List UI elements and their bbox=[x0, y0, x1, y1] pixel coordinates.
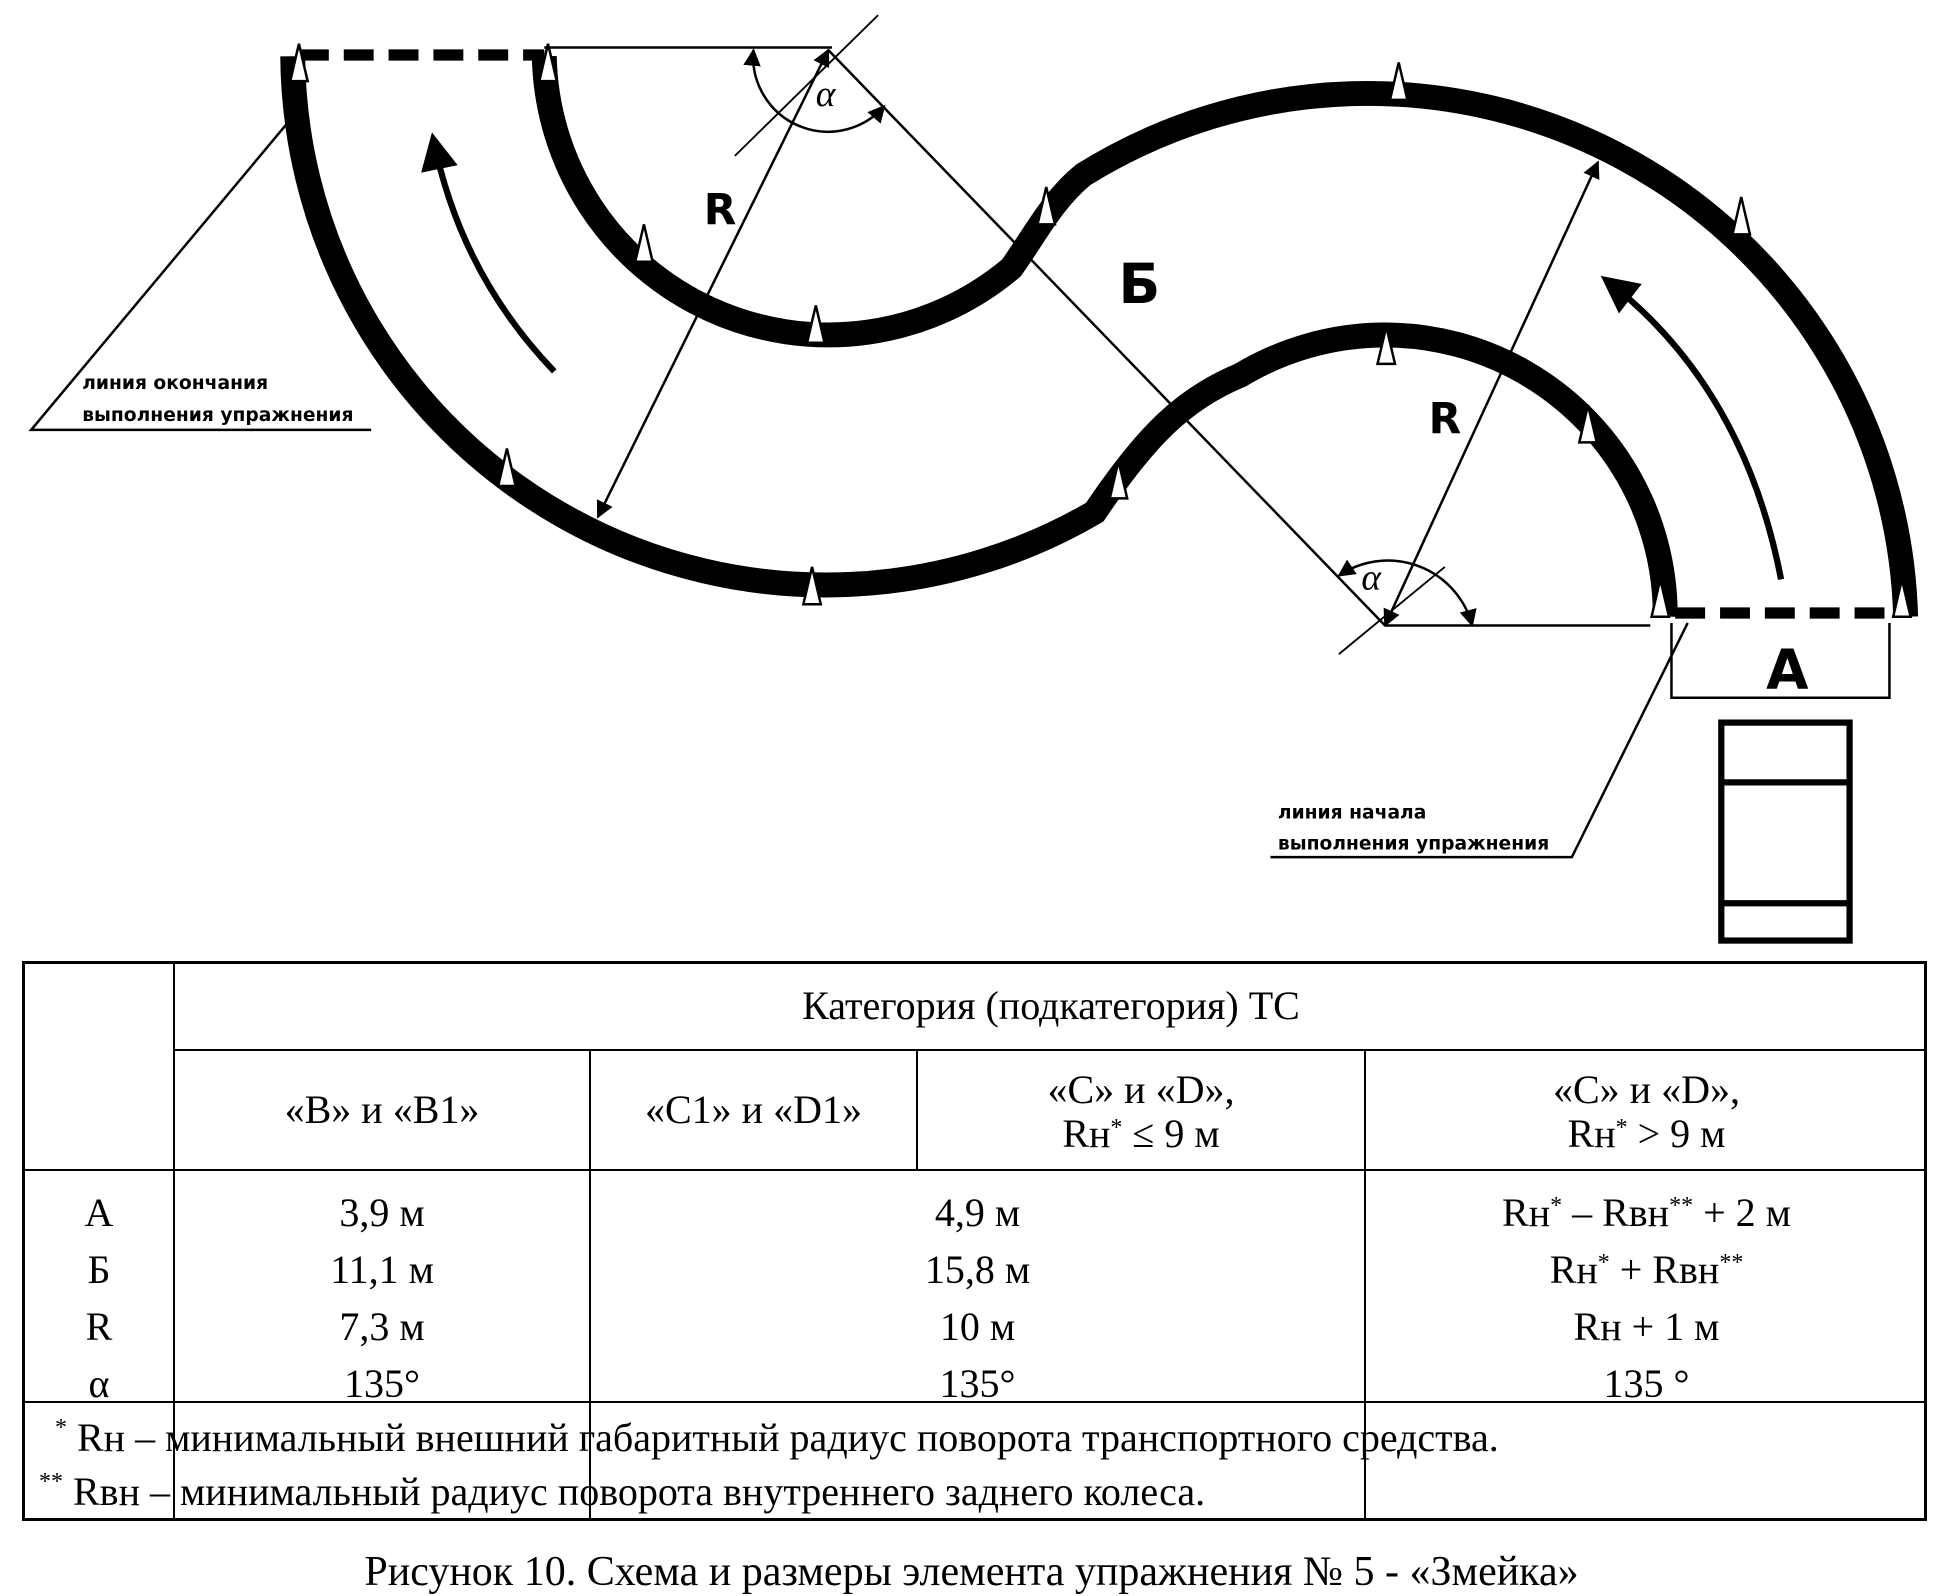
column-header-b: «B» и «B1» bbox=[284, 1087, 480, 1132]
dimensions-table: Категория (подкатегория) ТС «B» и «B1» «… bbox=[22, 961, 1927, 1521]
category-header: Категория (подкатегория) ТС bbox=[802, 983, 1300, 1028]
start-line-label-2: выполнения упражнения bbox=[1278, 834, 1549, 855]
track-outer-left-boundary bbox=[280, 56, 1678, 617]
column-header-c1d1: «C1» и «D1» bbox=[645, 1087, 862, 1132]
end-line-label-2: выполнения упражнения bbox=[82, 405, 353, 426]
footnote-rn: * Rн – минимальный внешний габаритный ра… bbox=[55, 1415, 1499, 1460]
direction-arrow-left bbox=[421, 132, 557, 374]
distance-line bbox=[827, 49, 1386, 627]
radius-line-left bbox=[596, 48, 830, 519]
track-inner-left-boundary bbox=[531, 56, 1919, 618]
vehicle-icon bbox=[1718, 719, 1853, 944]
snake-exercise-diagram: линия окончания выполнения упражнения ли… bbox=[28, 14, 1919, 944]
width-label: А bbox=[1766, 638, 1809, 702]
radius-label-right: R bbox=[1429, 395, 1462, 444]
angle-label-bottom: α bbox=[1361, 557, 1382, 598]
footnote-rvn: ** Rвн – минимальный радиус поворота вну… bbox=[39, 1469, 1206, 1514]
column-header-cd-small: «C» и «D», Rн* ≤ 9 м bbox=[1047, 1067, 1235, 1156]
figure-caption: Рисунок 10. Схема и размеры элемента упр… bbox=[364, 1549, 1579, 1595]
column-header-cd-large: «C» и «D», Rн* > 9 м bbox=[1553, 1067, 1740, 1156]
angle-arc-top bbox=[743, 48, 886, 133]
angle-arc-bottom bbox=[1337, 559, 1477, 628]
angle-label-top: α bbox=[816, 74, 837, 115]
start-line-label-1: линия начала bbox=[1278, 803, 1426, 824]
values-cd-large: Rн* – Rвн** + 2 м Rн* + Rвн** Rн + 1 м 1… bbox=[1502, 1190, 1791, 1406]
radius-label-left: R bbox=[704, 185, 737, 234]
direction-arrow-right bbox=[1600, 275, 1785, 580]
radius-line-right bbox=[1383, 160, 1600, 628]
end-line-label-1: линия окончания bbox=[82, 373, 268, 394]
distance-label: Б bbox=[1118, 252, 1160, 316]
